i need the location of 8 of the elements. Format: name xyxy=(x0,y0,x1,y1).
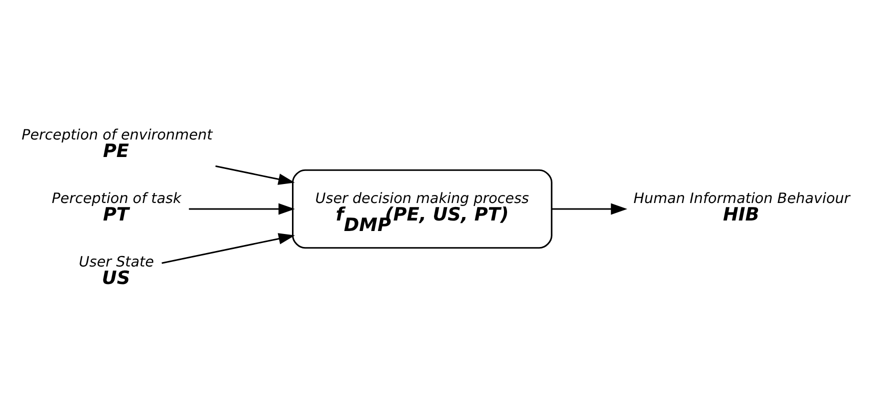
arrow xyxy=(161,232,294,264)
node-text: Perception of environment PE xyxy=(21,127,212,162)
node-text: Perception of task PT xyxy=(51,190,181,226)
node-text: Human Information Behaviour HIB xyxy=(633,190,850,226)
arrow xyxy=(214,164,294,184)
arrow xyxy=(188,202,294,214)
arrow xyxy=(551,202,627,214)
node-text: User State US xyxy=(78,254,154,289)
